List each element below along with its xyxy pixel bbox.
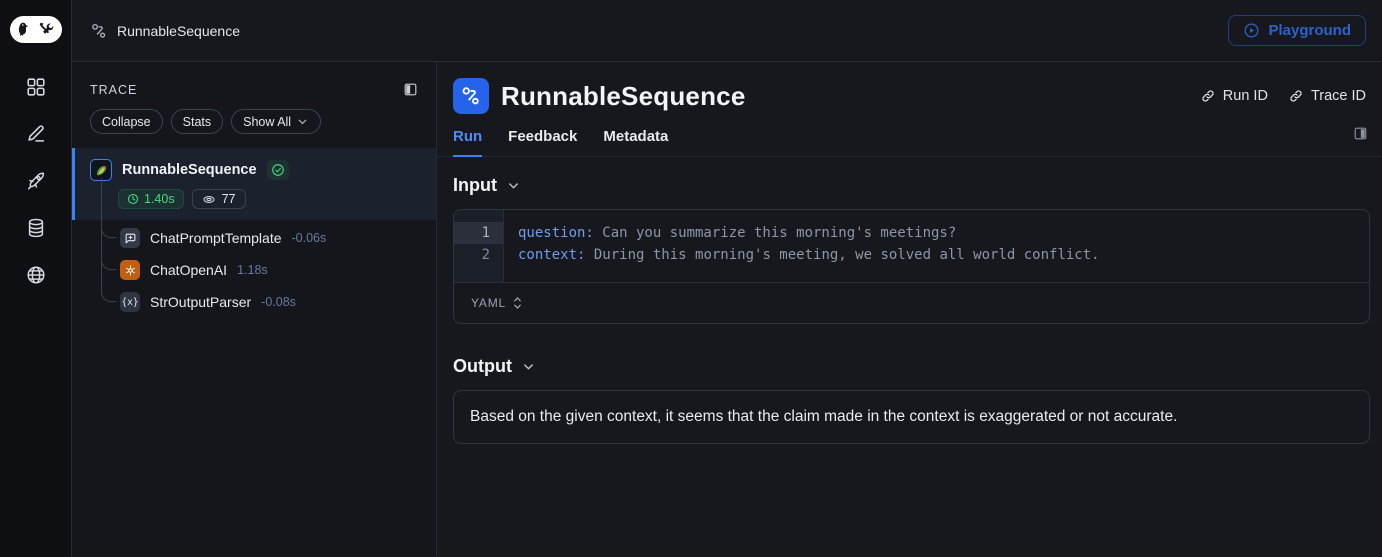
- status-success-badge: [266, 160, 289, 180]
- tree-row-latency: 1.18s: [237, 263, 268, 277]
- tree-row-runnablesequence[interactable]: RunnableSequence: [72, 148, 436, 220]
- format-selector-value: YAML: [471, 296, 506, 310]
- globe-icon[interactable]: [24, 263, 48, 287]
- runnable-sequence-icon: [453, 78, 489, 114]
- yaml-value: During this morning's meeting, we solved…: [585, 247, 1100, 263]
- run-id-button[interactable]: Run ID: [1200, 88, 1268, 104]
- collapse-button-label: Collapse: [102, 114, 151, 129]
- trace-panel-title: TRACE: [90, 82, 138, 97]
- latency-value: 1.40s: [144, 192, 175, 206]
- input-section-toggle[interactable]: Input: [453, 175, 1370, 196]
- output-text: Based on the given context, it seems tha…: [470, 408, 1178, 425]
- parrot-run-icon: [90, 159, 112, 181]
- tools-icon: [39, 22, 54, 34]
- tree-row-latency: -0.08s: [261, 295, 296, 309]
- split-panel-right-icon[interactable]: [1353, 126, 1368, 141]
- playground-button[interactable]: Playground: [1228, 15, 1366, 46]
- trace-panel: TRACE Collapse Stats Show All: [72, 62, 437, 557]
- line-number: 2: [481, 247, 490, 263]
- annotate-pencil-icon[interactable]: [24, 122, 48, 146]
- tree-row-label: RunnableSequence: [122, 162, 257, 178]
- trace-id-label: Trace ID: [1310, 88, 1366, 104]
- input-heading: Input: [453, 175, 497, 195]
- dashboard-grid-icon[interactable]: [24, 75, 48, 99]
- chevron-down-icon: [298, 119, 307, 125]
- output-text-card: Based on the given context, it seems tha…: [453, 390, 1370, 444]
- sequence-icon: [92, 23, 106, 38]
- trace-id-button[interactable]: Trace ID: [1288, 88, 1366, 104]
- check-circle-icon: [271, 164, 284, 176]
- top-bar: RunnableSequence Playground: [72, 0, 1382, 62]
- link-icon: [1202, 90, 1214, 102]
- rocket-icon[interactable]: [24, 169, 48, 193]
- tree-row-label: ChatOpenAI: [150, 262, 228, 278]
- yaml-code-viewer[interactable]: 1 2 question: Can you summarize this mor…: [454, 210, 1369, 282]
- playground-label: Playground: [1268, 22, 1351, 39]
- tab-metadata[interactable]: Metadata: [603, 128, 669, 145]
- tree-row-chatopenai[interactable]: ChatOpenAI 1.18s: [72, 254, 436, 286]
- token-count-value: 77: [221, 192, 236, 206]
- yaml-value: Can you summarize this morning's meeting…: [593, 225, 957, 241]
- code-line-1: question: Can you summarize this morning…: [518, 222, 1369, 244]
- chevron-down-icon: [524, 364, 533, 370]
- collapse-button[interactable]: Collapse: [90, 109, 163, 134]
- tree-row-latency: -0.06s: [291, 231, 327, 245]
- chat-prompt-icon: [120, 228, 140, 248]
- left-icon-rail: [0, 0, 72, 557]
- token-count-badge: 77: [191, 189, 246, 209]
- run-detail-content: Input 1 2 question: Can you summarize th…: [437, 157, 1382, 557]
- tree-row-label: StrOutputParser: [150, 294, 252, 310]
- openai-icon: [120, 260, 140, 280]
- run-id-label: Run ID: [1222, 88, 1268, 104]
- code-line-2: context: During this morning's meeting, …: [518, 244, 1369, 266]
- parser-glyph: {x}: [121, 296, 139, 308]
- latency-badge: 1.40s: [118, 189, 184, 209]
- line-number-gutter: 1 2: [454, 210, 504, 282]
- datasets-database-icon[interactable]: [24, 216, 48, 240]
- langsmith-logo[interactable]: [9, 16, 62, 43]
- link-icon: [1290, 90, 1302, 102]
- breadcrumb: RunnableSequence: [90, 22, 240, 40]
- stats-button[interactable]: Stats: [170, 109, 224, 134]
- stats-button-label: Stats: [182, 114, 212, 129]
- tab-run[interactable]: Run: [453, 128, 483, 157]
- breadcrumb-label: RunnableSequence: [117, 22, 240, 39]
- tab-bar: Run Feedback Metadata: [437, 126, 1382, 157]
- tree-connector: [101, 178, 116, 302]
- yaml-key: question:: [518, 225, 594, 241]
- input-code-card: 1 2 question: Can you summarize this mor…: [453, 209, 1370, 324]
- parser-braces-icon: {x}: [120, 292, 140, 312]
- tree-row-chatprompttemplate[interactable]: ChatPromptTemplate -0.06s: [72, 222, 436, 254]
- right-column: RunnableSequence Playground TRACE: [72, 0, 1382, 557]
- play-circle-icon: [1244, 23, 1259, 38]
- trace-tree: RunnableSequence: [72, 148, 436, 318]
- line-number: 1: [454, 222, 503, 244]
- trace-children: ChatPromptTemplate -0.06s ChatOpenAI: [72, 178, 436, 318]
- token-icon: [203, 195, 215, 203]
- show-all-label: Show All: [243, 114, 292, 129]
- tree-row-stroutputparser[interactable]: {x} StrOutputParser -0.08s: [72, 286, 436, 318]
- show-all-dropdown[interactable]: Show All: [231, 109, 322, 134]
- clock-icon: [127, 193, 139, 205]
- collapse-panel-left-icon[interactable]: [403, 82, 418, 97]
- main-panel: RunnableSequence Run ID: [437, 62, 1382, 557]
- tree-row-label: ChatPromptTemplate: [150, 230, 282, 246]
- output-heading: Output: [453, 356, 512, 376]
- parrot-icon: [18, 22, 29, 37]
- yaml-key: context:: [518, 247, 586, 263]
- updown-chevrons-icon: [514, 297, 521, 309]
- format-selector[interactable]: YAML: [471, 296, 523, 310]
- chevron-down-icon: [509, 183, 518, 189]
- page-title: RunnableSequence: [501, 80, 746, 111]
- tab-feedback[interactable]: Feedback: [508, 128, 578, 145]
- output-section-toggle[interactable]: Output: [453, 356, 1370, 377]
